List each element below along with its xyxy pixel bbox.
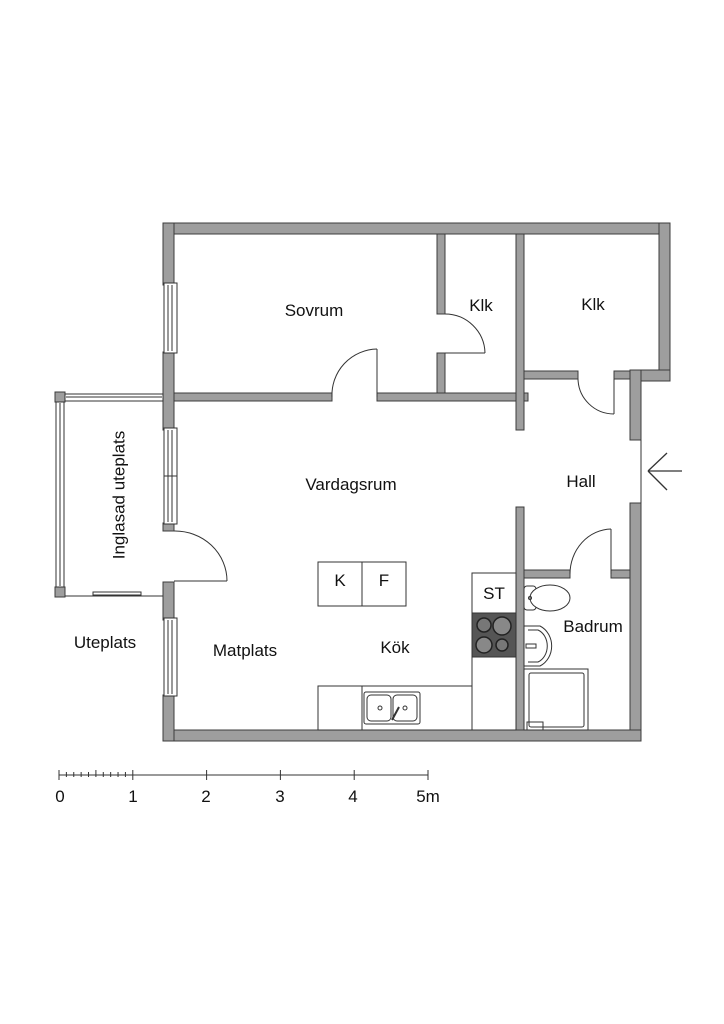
wall-right-hall-lower — [629, 502, 642, 742]
scale-label-0: 0 — [55, 787, 64, 806]
wall-left-5 — [162, 694, 175, 742]
wall-klk1-left-upper — [436, 233, 446, 315]
wall-left-1 — [162, 222, 175, 286]
wall-right-upper — [658, 222, 671, 382]
glazed-balcony — [54, 391, 164, 598]
label-hall: Hall — [566, 472, 595, 491]
freezer — [361, 561, 407, 607]
balcony-sliding-door — [92, 591, 142, 596]
stove-icon — [471, 612, 517, 658]
wall-badrum-top-right — [610, 569, 631, 579]
door-badrum — [569, 528, 612, 575]
wall-sovrum-bottom-right — [376, 392, 529, 402]
door-klk2 — [577, 378, 615, 415]
kitchen-fixtures — [317, 561, 517, 731]
wall-klk2-bottom-left — [523, 370, 579, 380]
label-sovrum: Sovrum — [285, 301, 344, 320]
label-fridge: K — [334, 571, 346, 590]
door-sovrum — [331, 348, 378, 398]
windows — [163, 282, 178, 697]
wall-sovrum-bottom-left — [173, 392, 333, 402]
scale-label-5m: 5m — [416, 787, 440, 806]
toilet-icon — [523, 584, 571, 612]
label-badrum: Badrum — [563, 617, 623, 636]
wall-badrum-top-left — [523, 569, 571, 579]
exterior-walls — [162, 222, 671, 742]
scale-label-1: 1 — [128, 787, 137, 806]
door-klk1 — [444, 313, 486, 354]
wall-left-4 — [162, 581, 175, 621]
wall-klk1-right — [515, 233, 525, 431]
window-vardagsrum — [163, 427, 178, 525]
wall-klk1-left-lower — [436, 352, 446, 394]
window-matplats — [163, 617, 178, 697]
bathroom-fixtures — [523, 584, 589, 731]
wall-top — [162, 222, 671, 235]
wall-bottom — [162, 729, 642, 742]
label-inglasad-uteplats: Inglasad uteplats — [109, 431, 128, 560]
wall-left-2 — [162, 351, 175, 431]
label-matplats: Matplats — [213, 641, 277, 660]
label-kok: Kök — [380, 638, 410, 657]
wall-hall-kitchen — [515, 506, 525, 731]
scale-label-4: 4 — [348, 787, 357, 806]
label-vardagsrum: Vardagsrum — [305, 475, 396, 494]
room-labels: Sovrum Klk Klk Vardagsrum Hall Inglasad … — [74, 295, 623, 660]
label-stove-cabinet: ST — [483, 584, 505, 603]
scale-label-2: 2 — [201, 787, 210, 806]
label-uteplats: Uteplats — [74, 633, 136, 652]
scale-label-3: 3 — [275, 787, 284, 806]
wall-right-hall-upper — [629, 369, 642, 441]
doors — [173, 313, 682, 582]
wall-klk2-bottom-right — [613, 370, 631, 380]
window-sovrum — [163, 282, 178, 354]
door-balcony — [173, 530, 228, 582]
scale-bar-ticks — [58, 770, 429, 780]
fridge — [317, 561, 363, 607]
sink-icon — [363, 691, 421, 725]
shower-icon — [523, 668, 589, 731]
label-klk-1: Klk — [469, 296, 493, 315]
label-klk-2: Klk — [581, 295, 605, 314]
label-freezer: F — [379, 571, 389, 590]
entrance-arrow-icon — [647, 452, 682, 491]
washbasin-icon — [523, 625, 553, 667]
scale-bar: 0 1 2 3 4 5m — [55, 770, 440, 806]
